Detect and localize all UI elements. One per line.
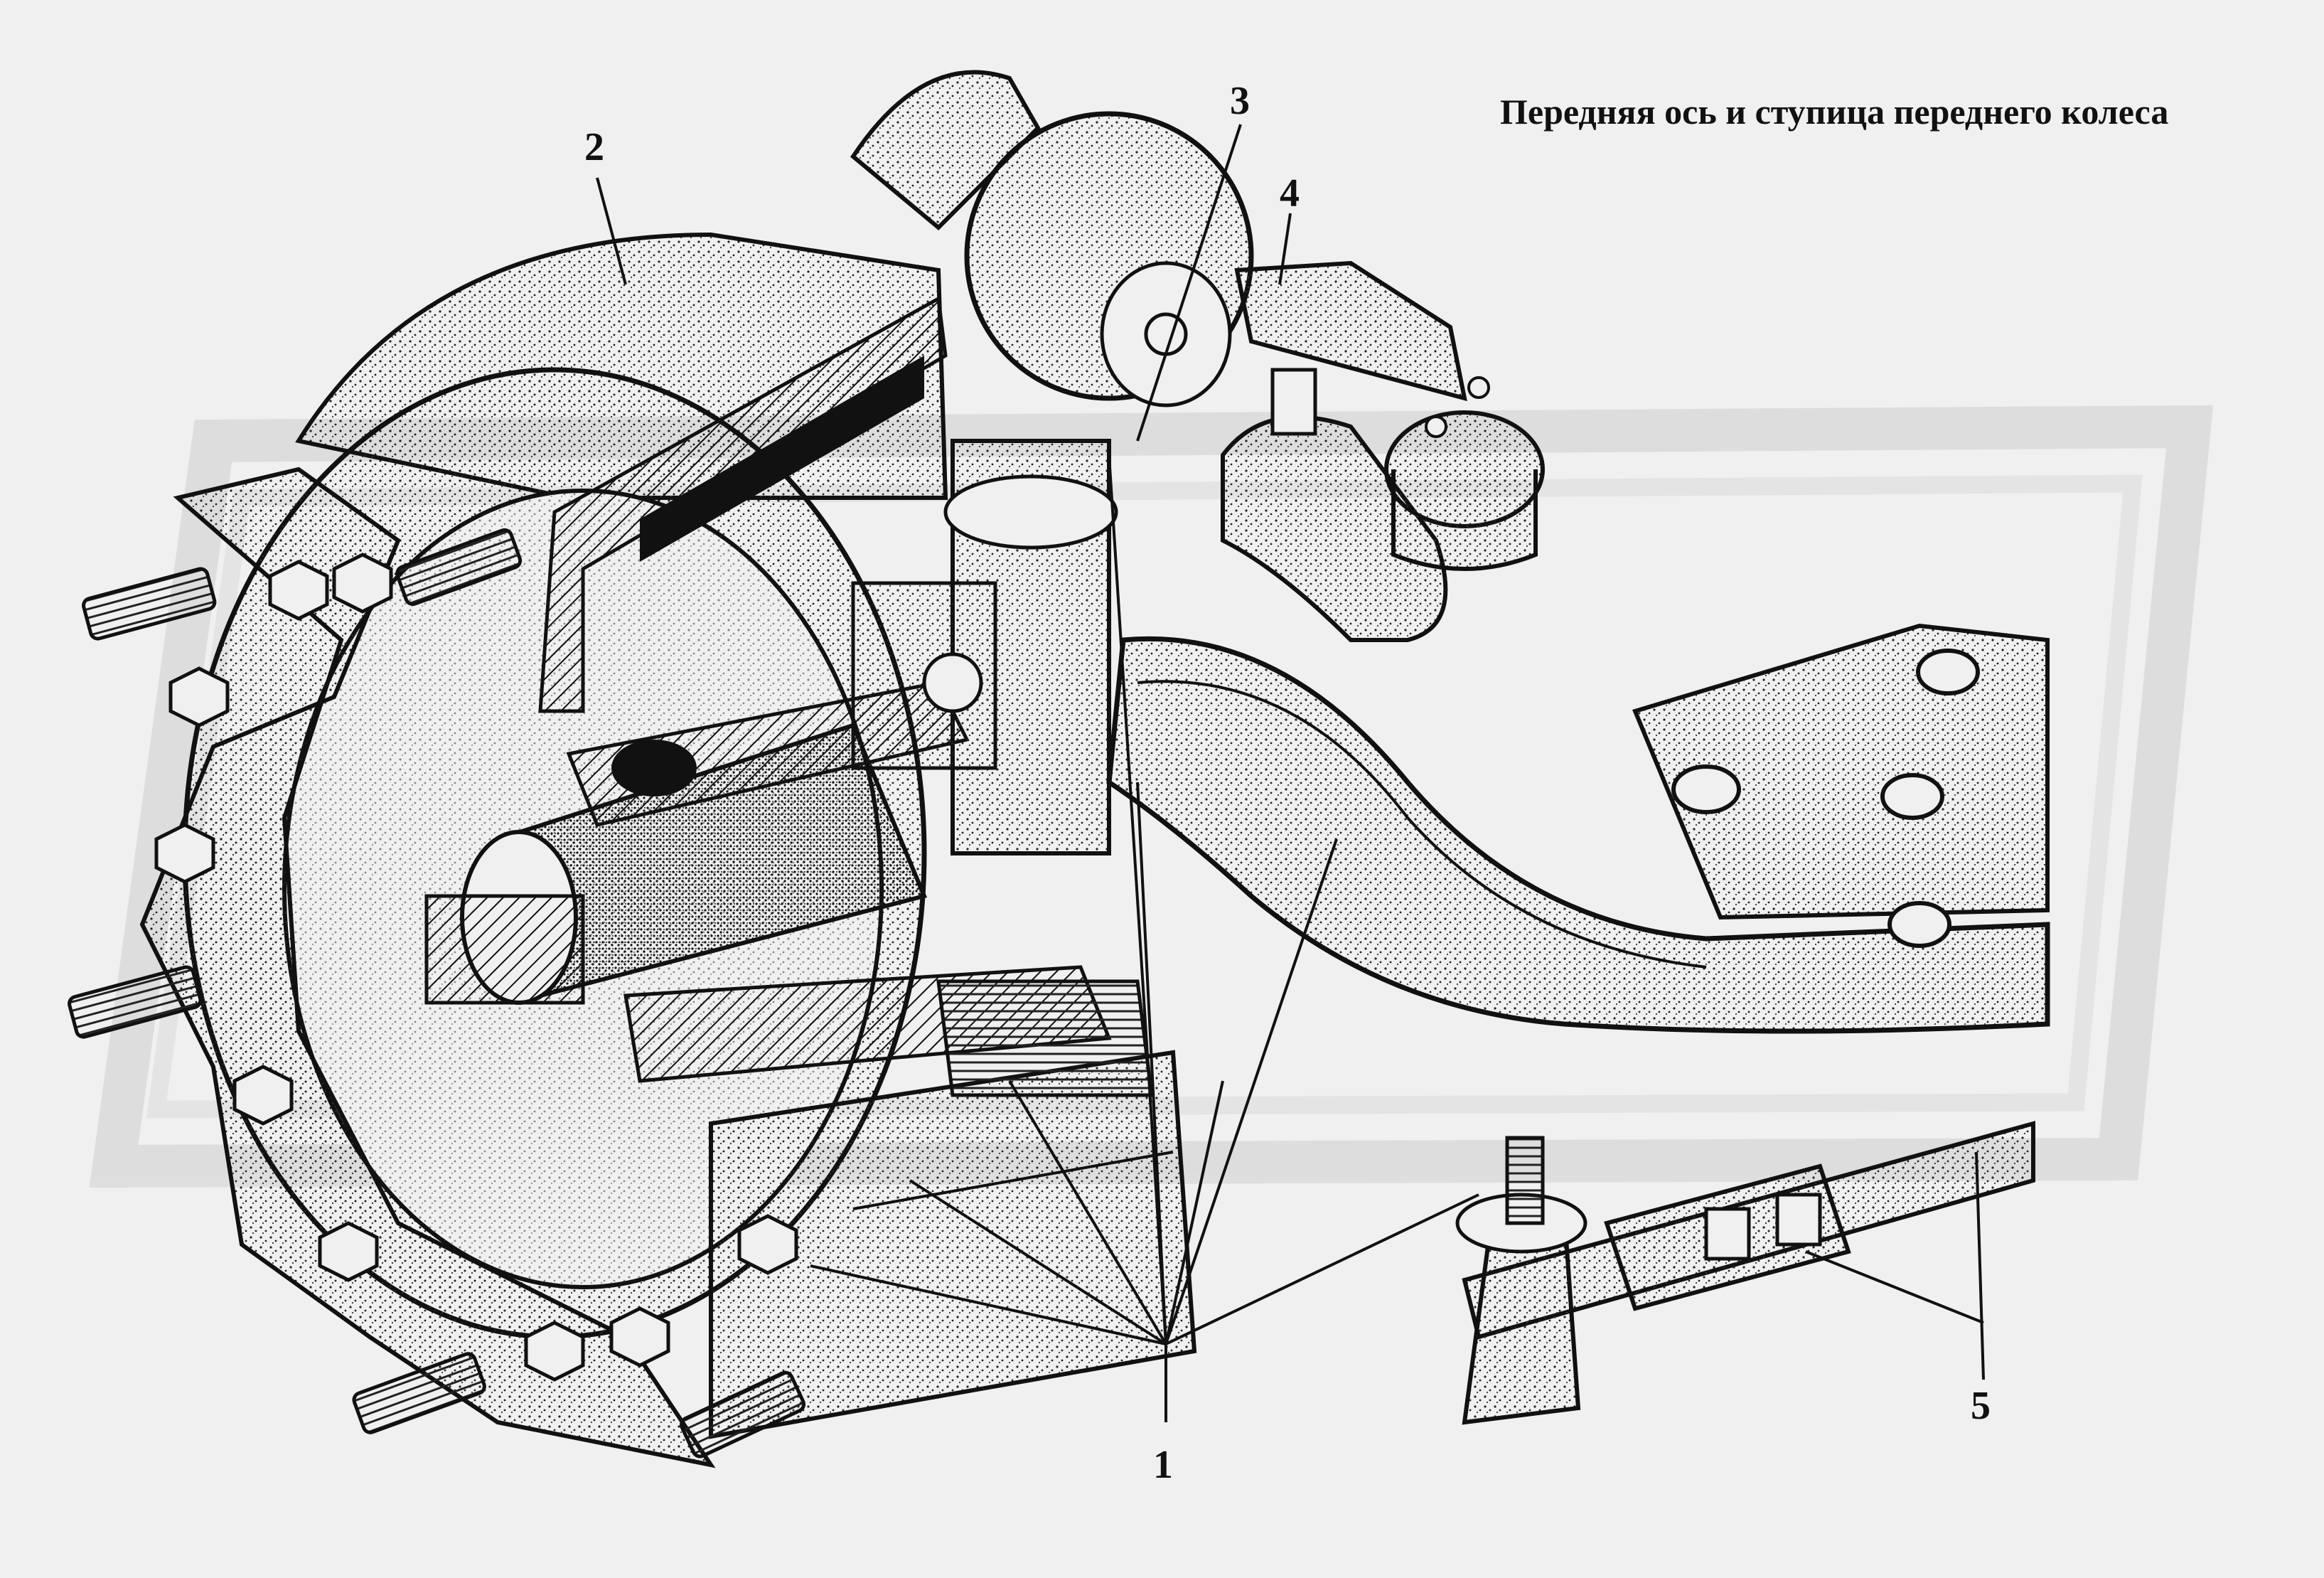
nut: [268, 560, 329, 621]
spindle: [424, 723, 928, 1005]
callout-3: 3: [1230, 79, 1250, 123]
stud: [68, 965, 203, 1039]
stud: [395, 528, 523, 607]
nut: [737, 1214, 798, 1275]
stud: [82, 567, 217, 641]
nut: [332, 553, 393, 614]
steering-arm: [1221, 260, 1545, 642]
leader-3: [1136, 124, 1242, 442]
nut: [232, 1065, 294, 1126]
leader-lines: [596, 124, 1985, 1422]
wheel-nuts: [154, 553, 798, 1382]
wheel-studs: [68, 528, 806, 1459]
nut: [318, 1221, 379, 1282]
diagram-title: Передняя ось и ступица переднего колеса: [1500, 92, 2169, 132]
axle-beam: [1106, 623, 2050, 1034]
stud: [680, 1370, 806, 1459]
steering-knuckle: [850, 70, 1254, 855]
callout-5: 5: [1971, 1384, 1991, 1428]
tie-rod: [1455, 1121, 2035, 1425]
stud: [352, 1352, 486, 1434]
nut: [168, 666, 230, 727]
leader-2: [596, 177, 627, 285]
callout-1: 1: [1153, 1443, 1173, 1487]
nut: [524, 1321, 585, 1382]
leader-4: [1278, 213, 1292, 285]
nut: [609, 1306, 670, 1368]
leader-1: [810, 454, 1479, 1422]
wheel-flange: [139, 467, 716, 1468]
nut: [154, 823, 215, 884]
leader-5: [1805, 1151, 1985, 1380]
callout-2: 2: [584, 125, 604, 169]
callout-4: 4: [1280, 171, 1300, 215]
